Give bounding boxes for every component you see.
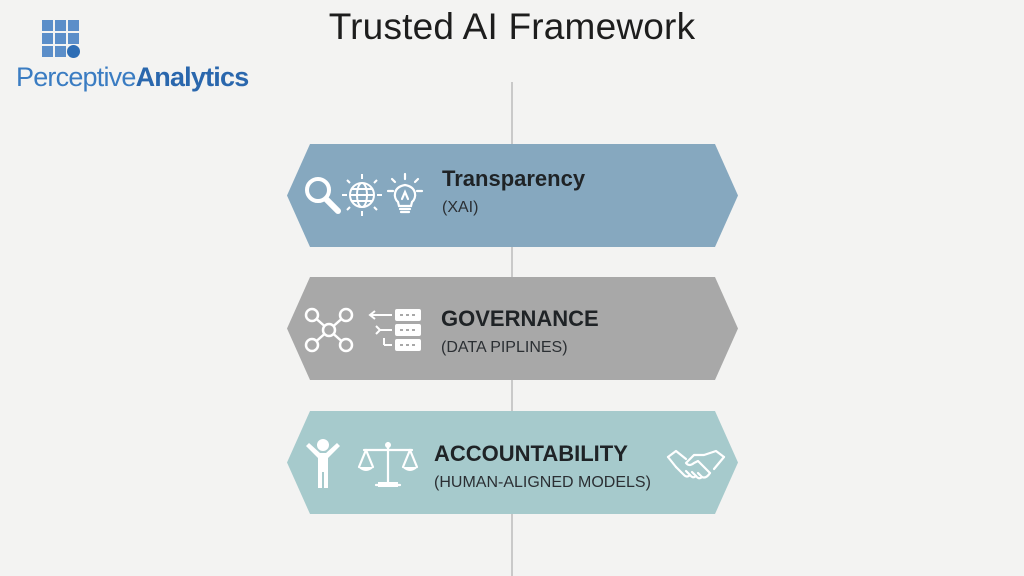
network-nodes-icon [304, 307, 354, 353]
pillar-accountability-label: ACCOUNTABILITY (HUMAN-ALIGNED MODELS) [434, 441, 651, 492]
pillar-governance-subtitle: (DATA PIPLINES) [441, 339, 568, 356]
logo-text-bold: Analytics [135, 62, 250, 92]
handshake-icon [666, 449, 726, 480]
pillar-accountability-title: ACCOUNTABILITY [434, 441, 628, 466]
person-icon [306, 439, 340, 488]
logo-wordmark: PerceptiveAnalytics [16, 62, 250, 93]
logo-grid-icon [42, 20, 90, 64]
pillar-transparency-title: Transparency [442, 166, 586, 191]
scales-icon [357, 441, 419, 487]
pillar-accountability-banner [287, 411, 738, 514]
pillar-transparency-label: Transparency (XAI) [442, 166, 585, 217]
globe-icon [342, 174, 382, 216]
perceptive-analytics-logo: PerceptiveAnalytics [16, 20, 249, 100]
logo-text-light: Perceptive [16, 62, 136, 92]
magnifier-icon [305, 177, 341, 214]
pillar-transparency-subtitle: (XAI) [442, 199, 479, 216]
pillar-accountability-subtitle: (HUMAN-ALIGNED MODELS) [434, 474, 651, 491]
page-title: Trusted AI Framework [328, 6, 696, 47]
pillar-governance-banner [287, 277, 738, 380]
pillar-governance-title: GOVERNANCE [441, 306, 599, 331]
lightbulb-icon [386, 172, 424, 214]
data-pipeline-icon [368, 309, 421, 351]
pillar-governance-label: GOVERNANCE (DATA PIPLINES) [441, 306, 599, 357]
